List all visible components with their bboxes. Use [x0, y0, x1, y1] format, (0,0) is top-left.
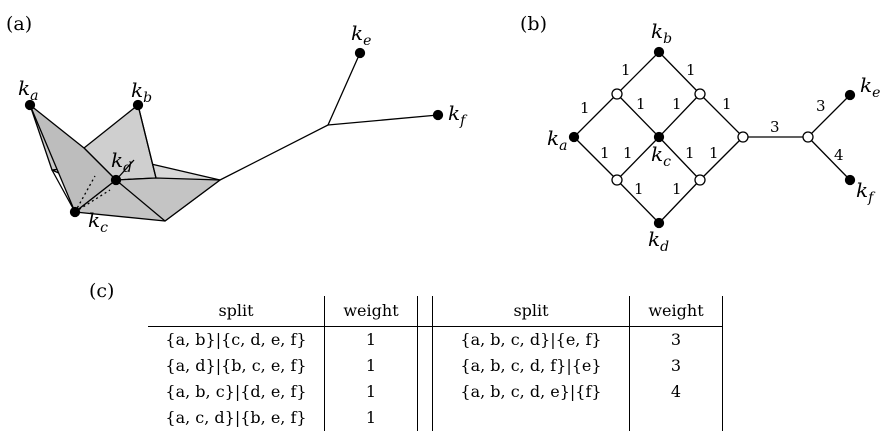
- weight-label: 1: [686, 61, 696, 79]
- col-header-split: split: [148, 296, 325, 327]
- split-cell: {a, b, c}|{d, e, f}: [148, 379, 325, 405]
- node-e: [354, 47, 366, 59]
- internal-node: [737, 131, 749, 143]
- label-b-kb: kb: [651, 19, 672, 47]
- internal-node: [694, 174, 706, 186]
- weight-label: 1: [685, 144, 695, 162]
- col-header-weight: weight: [629, 296, 723, 327]
- weight-cell: 1: [324, 405, 418, 431]
- label-a-kb: kb: [131, 78, 152, 106]
- label-a-kf: kf: [448, 101, 468, 129]
- weight-label: 3: [816, 97, 826, 115]
- node-c: [653, 131, 665, 143]
- weight-cell: 1: [324, 379, 418, 405]
- label-a-ke: ke: [351, 21, 371, 49]
- face-bottom-front: [74, 177, 221, 222]
- weight-cell: 1: [324, 326, 418, 353]
- node-e: [844, 89, 856, 101]
- weight-label: 3: [770, 118, 780, 136]
- weight-cell: 1: [324, 353, 418, 379]
- figure-canvas: (a) (b) ka kb kd kc ke kf: [6, 13, 880, 255]
- weight-label: 4: [834, 146, 844, 164]
- weight-label: 1: [709, 144, 719, 162]
- split-cell: {a, d}|{b, c, e, f}: [148, 353, 325, 379]
- panel-label-b: (b): [520, 13, 547, 35]
- internal-node: [611, 88, 623, 100]
- node-a: [568, 131, 580, 143]
- node-a: [24, 99, 36, 111]
- split-cell: {a, b}|{c, d, e, f}: [148, 326, 325, 353]
- weight-cell: 3: [629, 326, 723, 353]
- split-cell: {a, b, c, d, f}|{e}: [432, 353, 630, 379]
- weight-label: 1: [672, 180, 682, 198]
- node-c: [69, 206, 81, 218]
- weight-label: 1: [623, 144, 633, 162]
- table-row: {a, b, c}|{d, e, f} 1 {a, b, c, d, e}|{f…: [148, 379, 723, 405]
- hidden-edge: [74, 189, 111, 213]
- weight-label: 1: [621, 61, 631, 79]
- node-d: [110, 174, 122, 186]
- weight-label: 1: [672, 95, 682, 113]
- weight-label: 1: [636, 95, 646, 113]
- hidden-edge: [74, 175, 96, 213]
- label-a-ka: ka: [18, 76, 38, 104]
- table-header-row: split weight split weight: [148, 296, 723, 327]
- node-d: [653, 217, 665, 229]
- node-b: [653, 46, 665, 58]
- empty-cell: [629, 405, 723, 431]
- panel-label-a: (a): [6, 13, 32, 35]
- col-gap: [417, 296, 433, 327]
- node-b: [132, 99, 144, 111]
- split-cell: {a, b, c, d}|{e, f}: [432, 326, 630, 353]
- node-f: [432, 109, 444, 121]
- edge: [115, 179, 166, 222]
- edge-to-f: [327, 114, 439, 126]
- label-b-kc: kc: [651, 142, 671, 170]
- split-cell: {a, c, d}|{b, e, f}: [148, 405, 325, 431]
- empty-cell: [432, 405, 630, 431]
- col-header-split: split: [432, 296, 630, 327]
- label-b-kf: kf: [856, 178, 876, 206]
- panel-label-c: (c): [89, 280, 115, 302]
- internal-node: [802, 131, 814, 143]
- weight-cell: 4: [629, 379, 723, 405]
- weight-label: 1: [634, 180, 644, 198]
- col-header-weight: weight: [324, 296, 418, 327]
- panel-b-network: [573, 51, 851, 224]
- label-b-ke: ke: [860, 73, 880, 101]
- label-b-kd: kd: [648, 227, 669, 255]
- label-a-kd: kd: [111, 148, 132, 176]
- table-row: {a, d}|{b, c, e, f} 1 {a, b, c, d, f}|{e…: [148, 353, 723, 379]
- edge: [137, 104, 157, 179]
- edge: [51, 169, 76, 213]
- label-a-kc: kc: [88, 208, 108, 236]
- label-b-ka: ka: [547, 126, 567, 154]
- weight-cell: 3: [629, 353, 723, 379]
- panel-b-nodes: [568, 46, 856, 229]
- weight-label: 1: [600, 144, 610, 162]
- table-row: {a, c, d}|{b, e, f} 1: [148, 405, 723, 431]
- table-row: {a, b}|{c, d, e, f} 1 {a, b, c, d}|{e, f…: [148, 326, 723, 353]
- split-weight-table: split weight split weight {a, b}|{c, d, …: [148, 296, 723, 431]
- split-cell: {a, b, c, d, e}|{f}: [432, 379, 630, 405]
- weight-label: 1: [722, 95, 732, 113]
- node-f: [844, 174, 856, 186]
- panel-a-network: [24, 47, 444, 222]
- edge-to-e: [219, 52, 361, 181]
- weight-label: 1: [580, 99, 590, 117]
- internal-node: [694, 88, 706, 100]
- internal-node: [611, 174, 623, 186]
